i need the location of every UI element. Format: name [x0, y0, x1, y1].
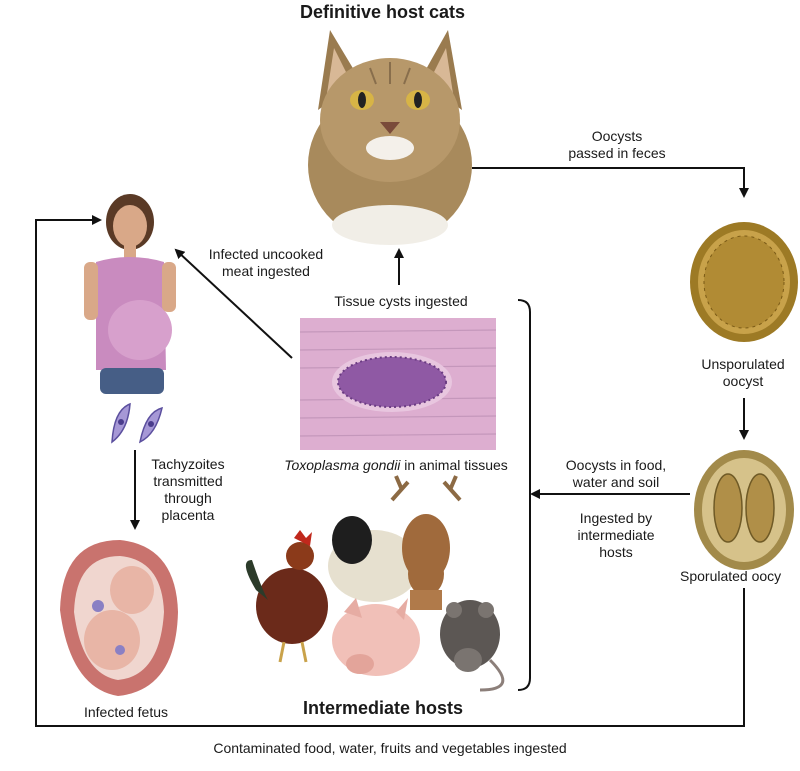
label-infected-meat-line1: Infected uncooked	[208, 246, 324, 262]
deer-illustration	[390, 475, 462, 610]
label-oocysts-passed: Oocysts passed in feces	[562, 128, 672, 162]
rat-illustration	[440, 600, 505, 692]
label-ingested-by-hosts: Ingested by intermediate hosts	[556, 510, 676, 561]
label-oocysts-food: Oocysts in food, water and soil	[548, 457, 684, 491]
label-toxoplasma-rest: in animal tissues	[400, 457, 508, 473]
label-ingested-line2: intermediate	[577, 527, 655, 543]
label-tachy-line4: placenta	[161, 507, 215, 523]
label-infected-meat: Infected uncooked meat ingested	[196, 246, 336, 280]
tissue-cyst-illustration	[299, 318, 497, 450]
label-tissue-cysts: Tissue cysts ingested	[334, 293, 468, 309]
label-sporulated-oocyst: Sporulated oocy	[680, 568, 782, 584]
intermediate-hosts-title: Intermediate hosts	[303, 698, 464, 718]
label-ingested-line3: hosts	[599, 544, 633, 560]
arrow-contaminated-loop	[35, 215, 745, 727]
label-toxoplasma-species: Toxoplasma gondii	[284, 457, 401, 473]
label-oocysts-food-line1: Oocysts in food,	[565, 457, 667, 473]
sporulated-oocyst-illustration	[694, 450, 794, 570]
fetus-illustration	[60, 540, 178, 696]
label-contaminated-food: Contaminated food, water, fruits and veg…	[213, 740, 567, 756]
label-unsporulated-line1: Unsporulated	[701, 356, 785, 372]
tachyzoites-illustration	[111, 402, 164, 444]
unsporulated-oocyst-illustration	[690, 222, 798, 342]
rooster-illustration	[245, 530, 328, 663]
label-unsporulated-line2: oocyst	[722, 373, 764, 389]
label-infected-fetus: Infected fetus	[83, 704, 169, 720]
label-unsporulated-oocyst: Unsporulated oocyst	[684, 356, 800, 390]
label-tachyzoites: Tachyzoites transmitted through placenta	[138, 456, 238, 524]
label-oocysts-passed-line1: Oocysts	[591, 128, 643, 144]
label-tachy-line3: through	[164, 490, 212, 506]
cat-illustration	[308, 30, 472, 245]
label-ingested-line1: Ingested by	[579, 510, 653, 526]
definitive-host-title: Definitive host cats	[300, 2, 466, 22]
pig-illustration	[332, 598, 420, 676]
label-toxoplasma: Toxoplasma gondii in animal tissues	[256, 457, 536, 474]
label-tachy-line1: Tachyzoites	[151, 456, 225, 472]
intermediate-hosts-bracket	[517, 299, 531, 691]
pregnant-woman-illustration	[84, 194, 176, 394]
arrow-meat-to-woman	[174, 248, 293, 359]
sheep-illustration	[328, 516, 420, 602]
label-infected-meat-line2: meat ingested	[222, 263, 310, 279]
label-oocysts-food-line2: water and soil	[572, 474, 660, 490]
label-tachy-line2: transmitted	[153, 473, 223, 489]
label-oocysts-passed-line2: passed in feces	[568, 145, 666, 161]
arrow-cat-to-oocyst	[472, 167, 749, 198]
